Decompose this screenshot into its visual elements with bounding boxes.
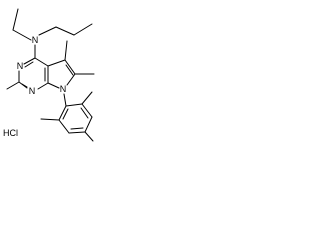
chemical-structure: N N N N HCl <box>3 8 95 142</box>
bond-ar3-ar4 <box>84 116 93 133</box>
bond-butyl-2 <box>55 26 75 36</box>
bond-ar4-ar5 <box>68 131 86 134</box>
bond-ar2-methyl <box>81 91 93 105</box>
bond-ethyl-1 <box>12 29 32 41</box>
hcl-salt-label: HCl <box>3 128 18 138</box>
ring-nitrogen-top-label: N <box>17 61 24 71</box>
bond-ar6-ar1-double <box>62 108 69 120</box>
bond-c2-n1-double <box>21 83 28 88</box>
bond-c6-n7 <box>66 73 76 86</box>
bond-c5-c6-double <box>65 64 74 76</box>
bond-c5-c6 <box>64 59 76 75</box>
bond-ar4-ar5-double <box>70 127 84 130</box>
bond-c2-methyl <box>6 81 20 90</box>
bond-ar6-methyl <box>40 118 60 121</box>
amine-nitrogen-label: N <box>32 35 39 45</box>
bond-ar2-ar3 <box>81 103 93 118</box>
atom-labels: N N N N <box>17 35 67 96</box>
bond-ethyl-2 <box>12 8 19 31</box>
bond-ar5-ar6 <box>58 119 70 134</box>
bond-butyl-3 <box>73 23 93 36</box>
bond-n7-c7a <box>47 82 60 89</box>
bond-c4a-c5 <box>47 59 66 67</box>
bond-n1-c7a <box>37 82 49 90</box>
bond-c4-n3-double <box>24 61 34 68</box>
pyrrole-nitrogen-label: N <box>60 84 67 94</box>
bonds <box>6 8 95 142</box>
bond-ar2-ar3-double <box>80 107 89 119</box>
bond-ar6-ar1 <box>58 105 67 121</box>
bond-ar1-ar2 <box>65 103 83 107</box>
ring-nitrogen-bottom-label: N <box>29 86 36 96</box>
bond-n7-aryl <box>63 93 67 107</box>
bond-butyl-1 <box>38 26 57 36</box>
bond-c4-n3 <box>23 57 36 65</box>
bond-c5-methyl <box>64 40 68 61</box>
bond-c4a-c4 <box>34 57 49 67</box>
bond-ar4-methyl <box>84 131 94 142</box>
